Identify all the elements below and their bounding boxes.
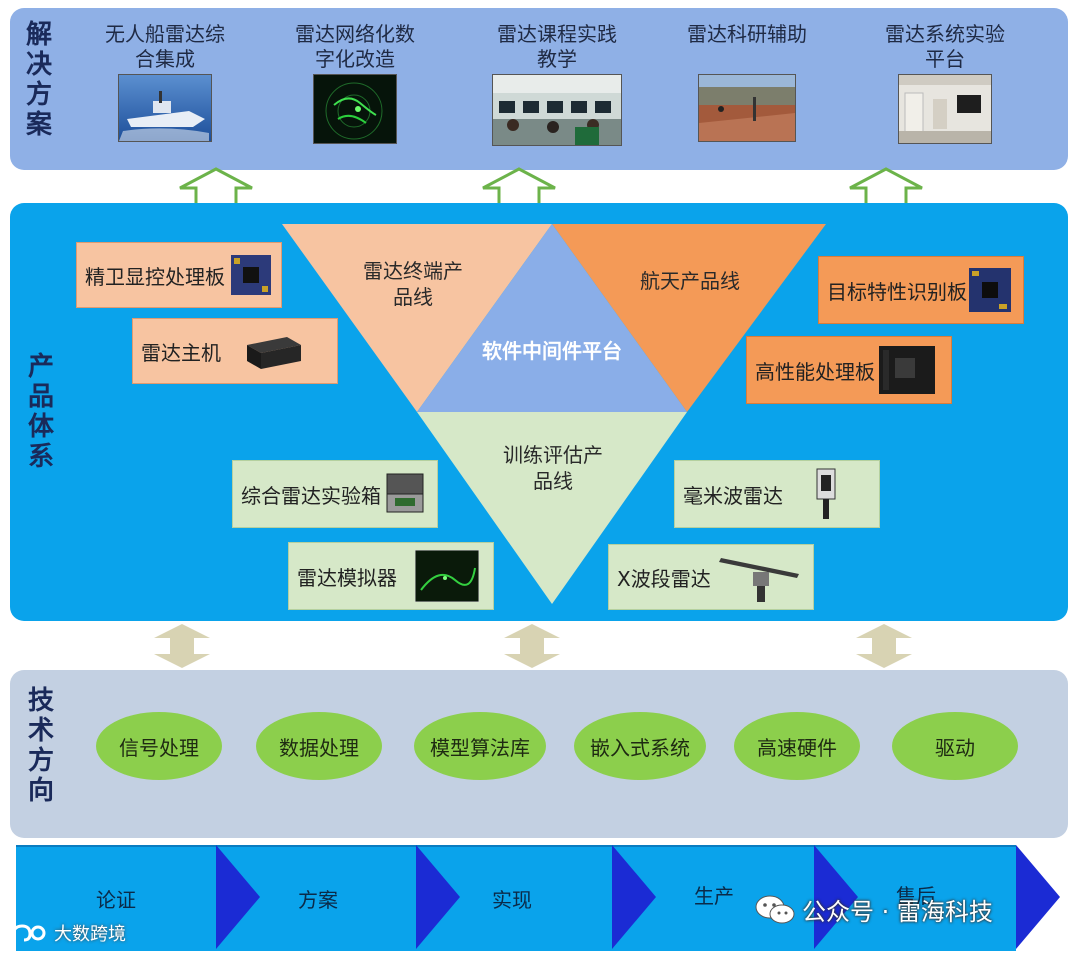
solution-label: 无人船雷达综合集成 [80,22,250,74]
solution-label: 雷达网络化数字化改造 [270,22,440,74]
solution-item-research[interactable]: 雷达科研辅助 [662,22,832,146]
middleware-label: 软件中间件平台 [462,338,642,364]
training-line-label: 训练评估产品线 [480,442,626,494]
product-radar-host[interactable]: 雷达主机 [132,318,338,384]
product-label: X波段雷达 [617,563,711,592]
outdoor-research-image [698,74,796,142]
mmwave-radar-icon [811,467,841,521]
bidirectional-arrow-icon [852,622,916,670]
radar-display-image [313,74,397,144]
tech-signal-processing[interactable]: 信号处理 [96,712,222,780]
boat-image [118,74,212,142]
xband-radar-icon [717,550,803,604]
products-title: 产品体系 [24,352,58,472]
lab-image [898,74,992,144]
solution-item-usv[interactable]: 无人船雷达综合集成 [80,22,250,146]
product-label: 雷达模拟器 [297,562,397,591]
aerospace-line-label: 航天产品线 [610,268,770,294]
product-label: 雷达主机 [141,337,221,366]
lab-case-icon [385,472,425,516]
stage-argumentation: 论证 [56,884,176,913]
solution-label: 雷达系统实验平台 [860,22,1030,74]
product-radar-simulator[interactable]: 雷达模拟器 [288,542,494,610]
tech-data-processing[interactable]: 数据处理 [256,712,382,780]
product-hp-board[interactable]: 高性能处理板 [746,336,952,404]
wechat-watermark: 公众号 · 雷海科技 [754,892,993,927]
processing-board-icon [879,346,935,394]
solution-item-course[interactable]: 雷达课程实践教学 [472,22,642,150]
terminal-line-label: 雷达终端产品线 [340,258,486,310]
logo-watermark: 大数跨境 [8,920,126,946]
tech-driver[interactable]: 驱动 [892,712,1018,780]
solution-item-networked[interactable]: 雷达网络化数字化改造 [270,22,440,148]
logo-icon [8,922,50,944]
chevron-right-icon [216,845,260,949]
tech-embedded-system[interactable]: 嵌入式系统 [574,712,706,780]
up-arrow-icon [479,166,559,208]
product-jingwei-board[interactable]: 精卫显控处理板 [76,242,282,308]
stage-scheme: 方案 [258,884,378,913]
product-radar-lab-box[interactable]: 综合雷达实验箱 [232,460,438,528]
product-label: 高性能处理板 [755,356,875,385]
chevron-right-icon [612,845,656,949]
solution-label: 雷达科研辅助 [662,22,832,74]
circuit-board-icon [231,255,271,295]
classroom-image [492,74,622,146]
solution-item-lab-platform[interactable]: 雷达系统实验平台 [860,22,1030,148]
product-mmwave-radar[interactable]: 毫米波雷达 [674,460,880,528]
product-label: 精卫显控处理板 [85,261,225,290]
product-xband-radar[interactable]: X波段雷达 [608,544,814,610]
tech-high-speed-hardware[interactable]: 高速硬件 [734,712,860,780]
solution-label: 雷达课程实践教学 [472,22,642,74]
product-label: 综合雷达实验箱 [241,480,381,509]
solutions-title: 解决方案 [22,20,56,140]
circuit-board-icon [969,268,1011,312]
bidirectional-arrow-icon [150,622,214,670]
host-box-icon [243,331,305,371]
wechat-icon [754,893,796,927]
tech-title: 技术方向 [24,686,58,806]
tech-model-library[interactable]: 模型算法库 [414,712,546,780]
chevron-right-icon [1016,845,1060,949]
product-label: 目标特性识别板 [827,276,967,305]
product-target-id-board[interactable]: 目标特性识别板 [818,256,1024,324]
bidirectional-arrow-icon [500,622,564,670]
stage-implementation: 实现 [452,884,572,913]
up-arrow-icon [846,166,926,208]
product-label: 毫米波雷达 [683,480,783,509]
simulator-screen-icon [415,550,479,602]
up-arrow-icon [176,166,256,208]
